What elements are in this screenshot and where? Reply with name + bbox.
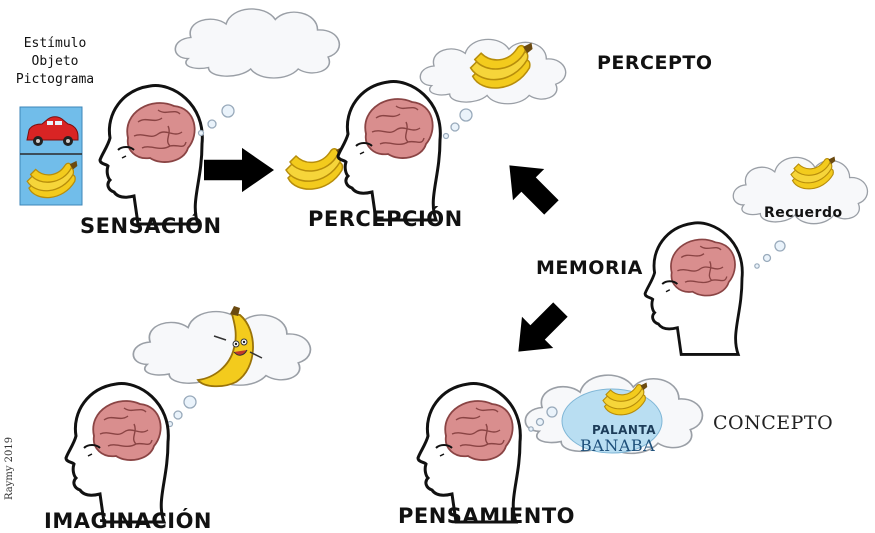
label-recuerdo: Recuerdo (764, 205, 843, 221)
sensation-head (98, 84, 204, 226)
perception-head (336, 80, 442, 222)
stimulus-label: Estímulo Objeto Pictograma (10, 35, 100, 89)
label-pensamiento: PENSAMIENTO (398, 504, 575, 528)
label-percepto: PERCEPTO (597, 52, 713, 74)
concept-thought-cloud (524, 374, 704, 455)
arrow-icon (204, 147, 274, 193)
thought-head (416, 382, 522, 524)
label-memoria: MEMORIA (536, 257, 643, 279)
cartoon-banana-icon (196, 306, 263, 388)
imagination-head (64, 382, 170, 524)
perceived-banana-icon (285, 145, 346, 190)
car-icon (26, 116, 79, 146)
memory-thought-cloud (732, 155, 869, 269)
stimulus-line-2: Objeto (31, 54, 79, 69)
label-imaginacion: IMAGINACIÓN (44, 509, 212, 533)
memory-head (643, 221, 744, 356)
sensation-thought-cloud (174, 8, 341, 137)
arrow-icon (502, 293, 577, 368)
pictogram-card (19, 106, 83, 206)
credit-text: Raymy 2019 (4, 436, 15, 500)
concept-word-1: PALANTA (592, 423, 656, 437)
stimulus-line-1: Estímulo (23, 36, 87, 51)
concept-word-2: BANABA (580, 436, 656, 455)
label-sensacion: SENSACIÓN (80, 214, 222, 238)
percept-thought-cloud (419, 38, 567, 140)
arrow-icon (493, 149, 568, 224)
label-concepto: CONCEPTO (713, 412, 834, 434)
label-percepcion: PERCEPCIÓN (308, 207, 463, 231)
imagination-thought-cloud (132, 306, 312, 428)
stimulus-line-3: Pictograma (15, 72, 95, 87)
